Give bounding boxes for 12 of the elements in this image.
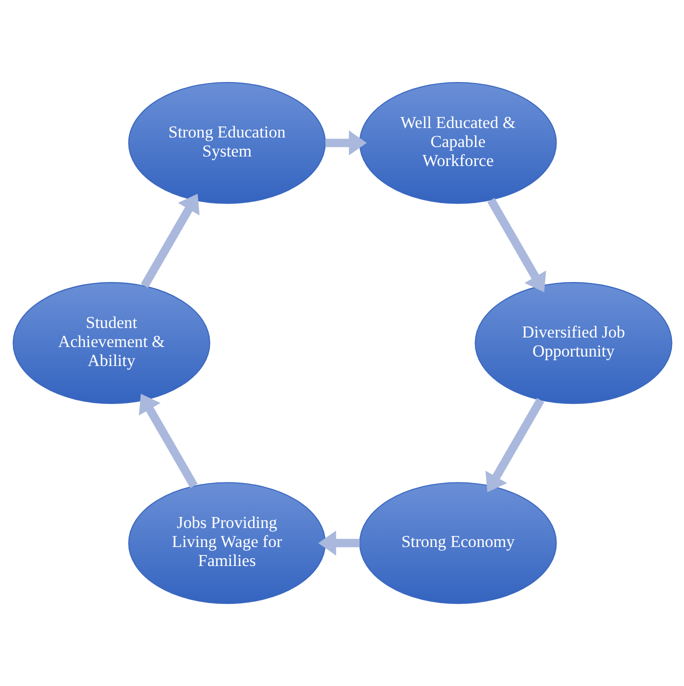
node-ellipse: Well Educated & Capable Workforce — [358, 82, 556, 204]
node-ellipse: Diversified Job Opportunity — [474, 282, 672, 404]
arrow — [138, 394, 198, 488]
arrow — [484, 398, 544, 492]
arrow — [324, 130, 366, 156]
node-ellipse: Strong Education System — [128, 82, 326, 204]
arrow — [140, 194, 200, 288]
node-ellipse: Student Achievement & Ability — [12, 282, 210, 404]
node-ellipse: Strong Economy — [358, 482, 556, 604]
node-ellipse: Jobs Providing Living Wage for Families — [128, 482, 326, 604]
arrow — [486, 198, 546, 292]
arrow — [318, 530, 360, 556]
